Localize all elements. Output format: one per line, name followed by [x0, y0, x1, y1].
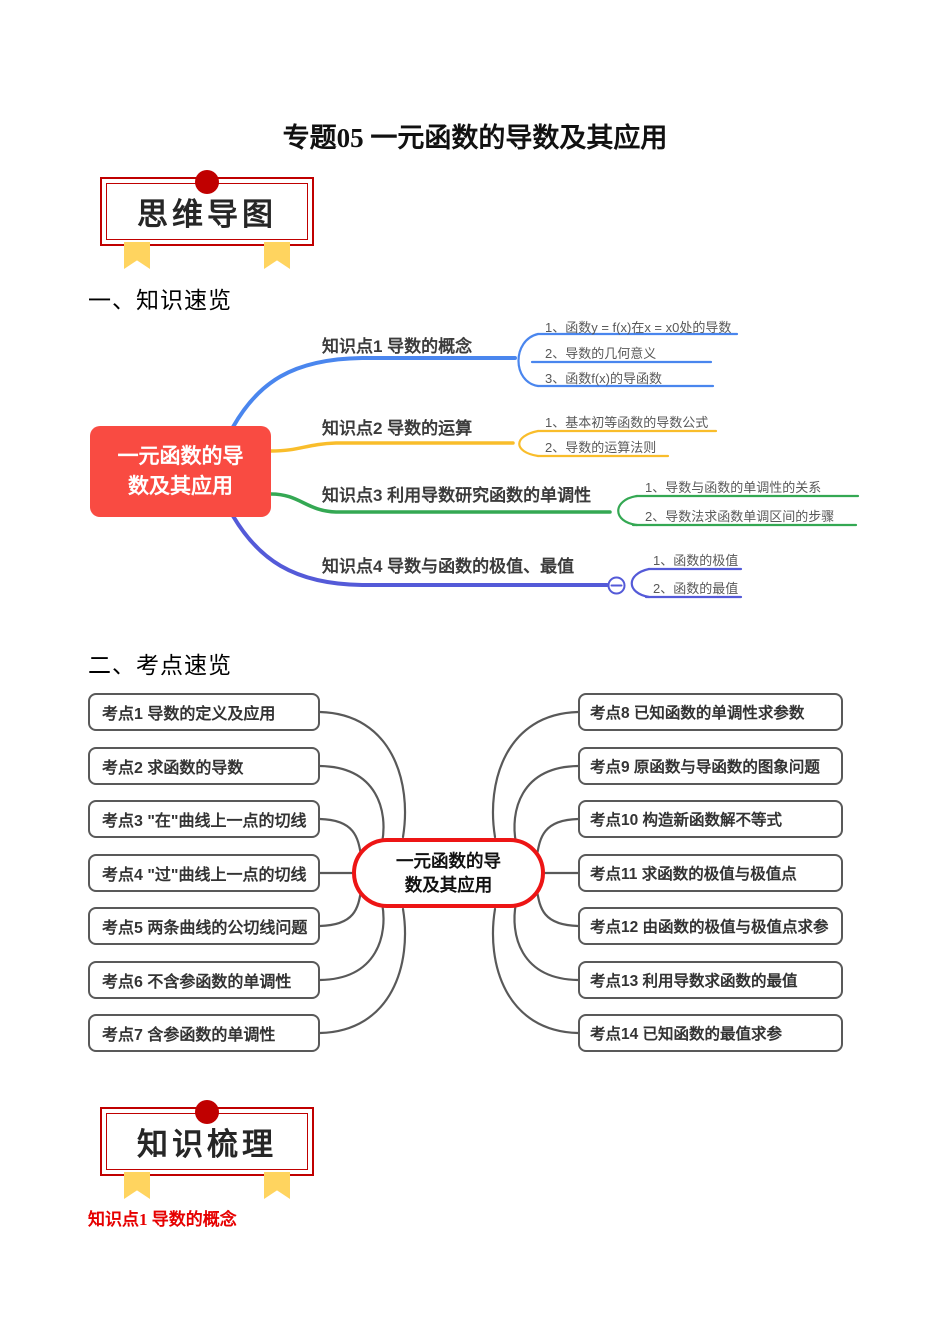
- page-title: 专题05 一元函数的导数及其应用: [282, 123, 668, 153]
- mindmap2-center-line2: 数及其应用: [404, 875, 493, 895]
- section1-heading: 一、知识速览: [88, 287, 232, 313]
- branch2-main-curve: [269, 441, 515, 453]
- knowledge-badge-frame: 知识梳理: [106, 1113, 308, 1170]
- exam-point-10: 考点10 构造新函数解不等式: [578, 800, 843, 838]
- branch1-item-3: 3、函数f(x)的导函数: [545, 371, 663, 386]
- connector-left-7: [318, 907, 407, 1035]
- branch1-label: 知识点1 导数的概念: [322, 337, 473, 356]
- badge-circle-icon: [195, 1100, 219, 1124]
- branch1-fork-arc: [517, 332, 540, 388]
- connector-right-3: [535, 817, 580, 857]
- connector-right-1: [491, 710, 580, 839]
- mindmap1-center-line2: 数及其应用: [128, 474, 233, 498]
- knowledge-badge: 知识梳理: [100, 1100, 314, 1199]
- branch4-main-curve: [231, 514, 609, 587]
- connector-left-3: [318, 817, 363, 857]
- branch2-fork-arc: [518, 429, 540, 458]
- connector-right-7: [491, 907, 580, 1035]
- mindmap-badge-label: 思维导图: [137, 197, 277, 232]
- branch2-item-1: 1、基本初等函数的导数公式: [545, 415, 709, 430]
- mindmap1-center-node: 一元函数的导 数及其应用: [90, 426, 271, 517]
- exam-point-7: 考点7 含参函数的单调性: [88, 1014, 320, 1052]
- badge-circle-icon: [195, 170, 219, 194]
- branch3-item-1: 1、导数与函数的单调性的关系: [645, 480, 822, 495]
- exam-point-6: 考点6 不含参函数的单调性: [88, 961, 320, 999]
- connector-left-2: [318, 764, 385, 845]
- connector-left-6: [318, 901, 385, 982]
- branch2-curves: [269, 429, 718, 458]
- branch1-item-1: 1、函数y = f(x)在x = x0处的导数: [545, 320, 732, 335]
- knowledge-badge-label: 知识梳理: [137, 1127, 277, 1162]
- mindmap2-connectors: [318, 710, 580, 1035]
- connector-right-6: [513, 901, 580, 982]
- branch3-fork-arc: [617, 494, 639, 527]
- mindmap2-center-node: 一元函数的导 数及其应用: [352, 838, 545, 908]
- branch3-item-2: 2、导数法求函数单调区间的步骤: [645, 509, 835, 524]
- branch4-label: 知识点4 导数与函数的极值、最值: [322, 557, 575, 576]
- connector-right-5: [535, 889, 580, 928]
- branch4-fork-arc: [630, 567, 651, 599]
- exam-point-14: 考点14 已知函数的最值求参: [578, 1014, 843, 1052]
- connector-left-5: [318, 889, 363, 928]
- branch3-label: 知识点3 利用导数研究函数的单调性: [322, 486, 592, 505]
- mindmap1-center-line1: 一元函数的导: [117, 444, 244, 468]
- branch4-item-2: 2、函数的最值: [653, 581, 739, 596]
- branch4-curves: [231, 514, 743, 599]
- exam-point-9: 考点9 原函数与导函数的图象问题: [578, 747, 843, 785]
- branch4-item-1: 1、函数的极值: [653, 553, 739, 568]
- branch2-item-2: 2、导数的运算法则: [545, 440, 657, 455]
- branch3-curves: [269, 492, 860, 527]
- exam-point-11: 考点11 求函数的极值与极值点: [578, 854, 843, 892]
- exam-point-5: 考点5 两条曲线的公切线问题: [88, 907, 320, 945]
- branch1-curves: [231, 332, 739, 429]
- connector-left-1: [318, 710, 407, 839]
- branch2-label: 知识点2 导数的运算: [322, 419, 473, 438]
- exam-point-4: 考点4 "过"曲线上一点的切线: [88, 854, 320, 892]
- branch3-main-curve: [269, 492, 612, 514]
- section2-heading: 二、考点速览: [88, 652, 232, 678]
- exam-point-13: 考点13 利用导数求函数的最值: [578, 961, 843, 999]
- connector-right-2: [513, 764, 580, 845]
- mindmap-badge: 思维导图: [100, 170, 314, 269]
- branch1-main-curve: [231, 356, 517, 429]
- exam-point-12: 考点12 由函数的极值与极值点求参: [578, 907, 843, 945]
- exam-point-8: 考点8 已知函数的单调性求参数: [578, 693, 843, 731]
- exam-point-1: 考点1 导数的定义及应用: [88, 693, 320, 731]
- exam-point-3: 考点3 "在"曲线上一点的切线: [88, 800, 320, 838]
- mindmap2-center-line1: 一元函数的导: [396, 851, 501, 871]
- exam-point-2: 考点2 求函数的导数: [88, 747, 320, 785]
- mindmap-badge-frame: 思维导图: [106, 183, 308, 240]
- knowledge-point-heading: 知识点1 导数的概念: [88, 1210, 237, 1229]
- branch1-item-2: 2、导数的几何意义: [545, 346, 657, 361]
